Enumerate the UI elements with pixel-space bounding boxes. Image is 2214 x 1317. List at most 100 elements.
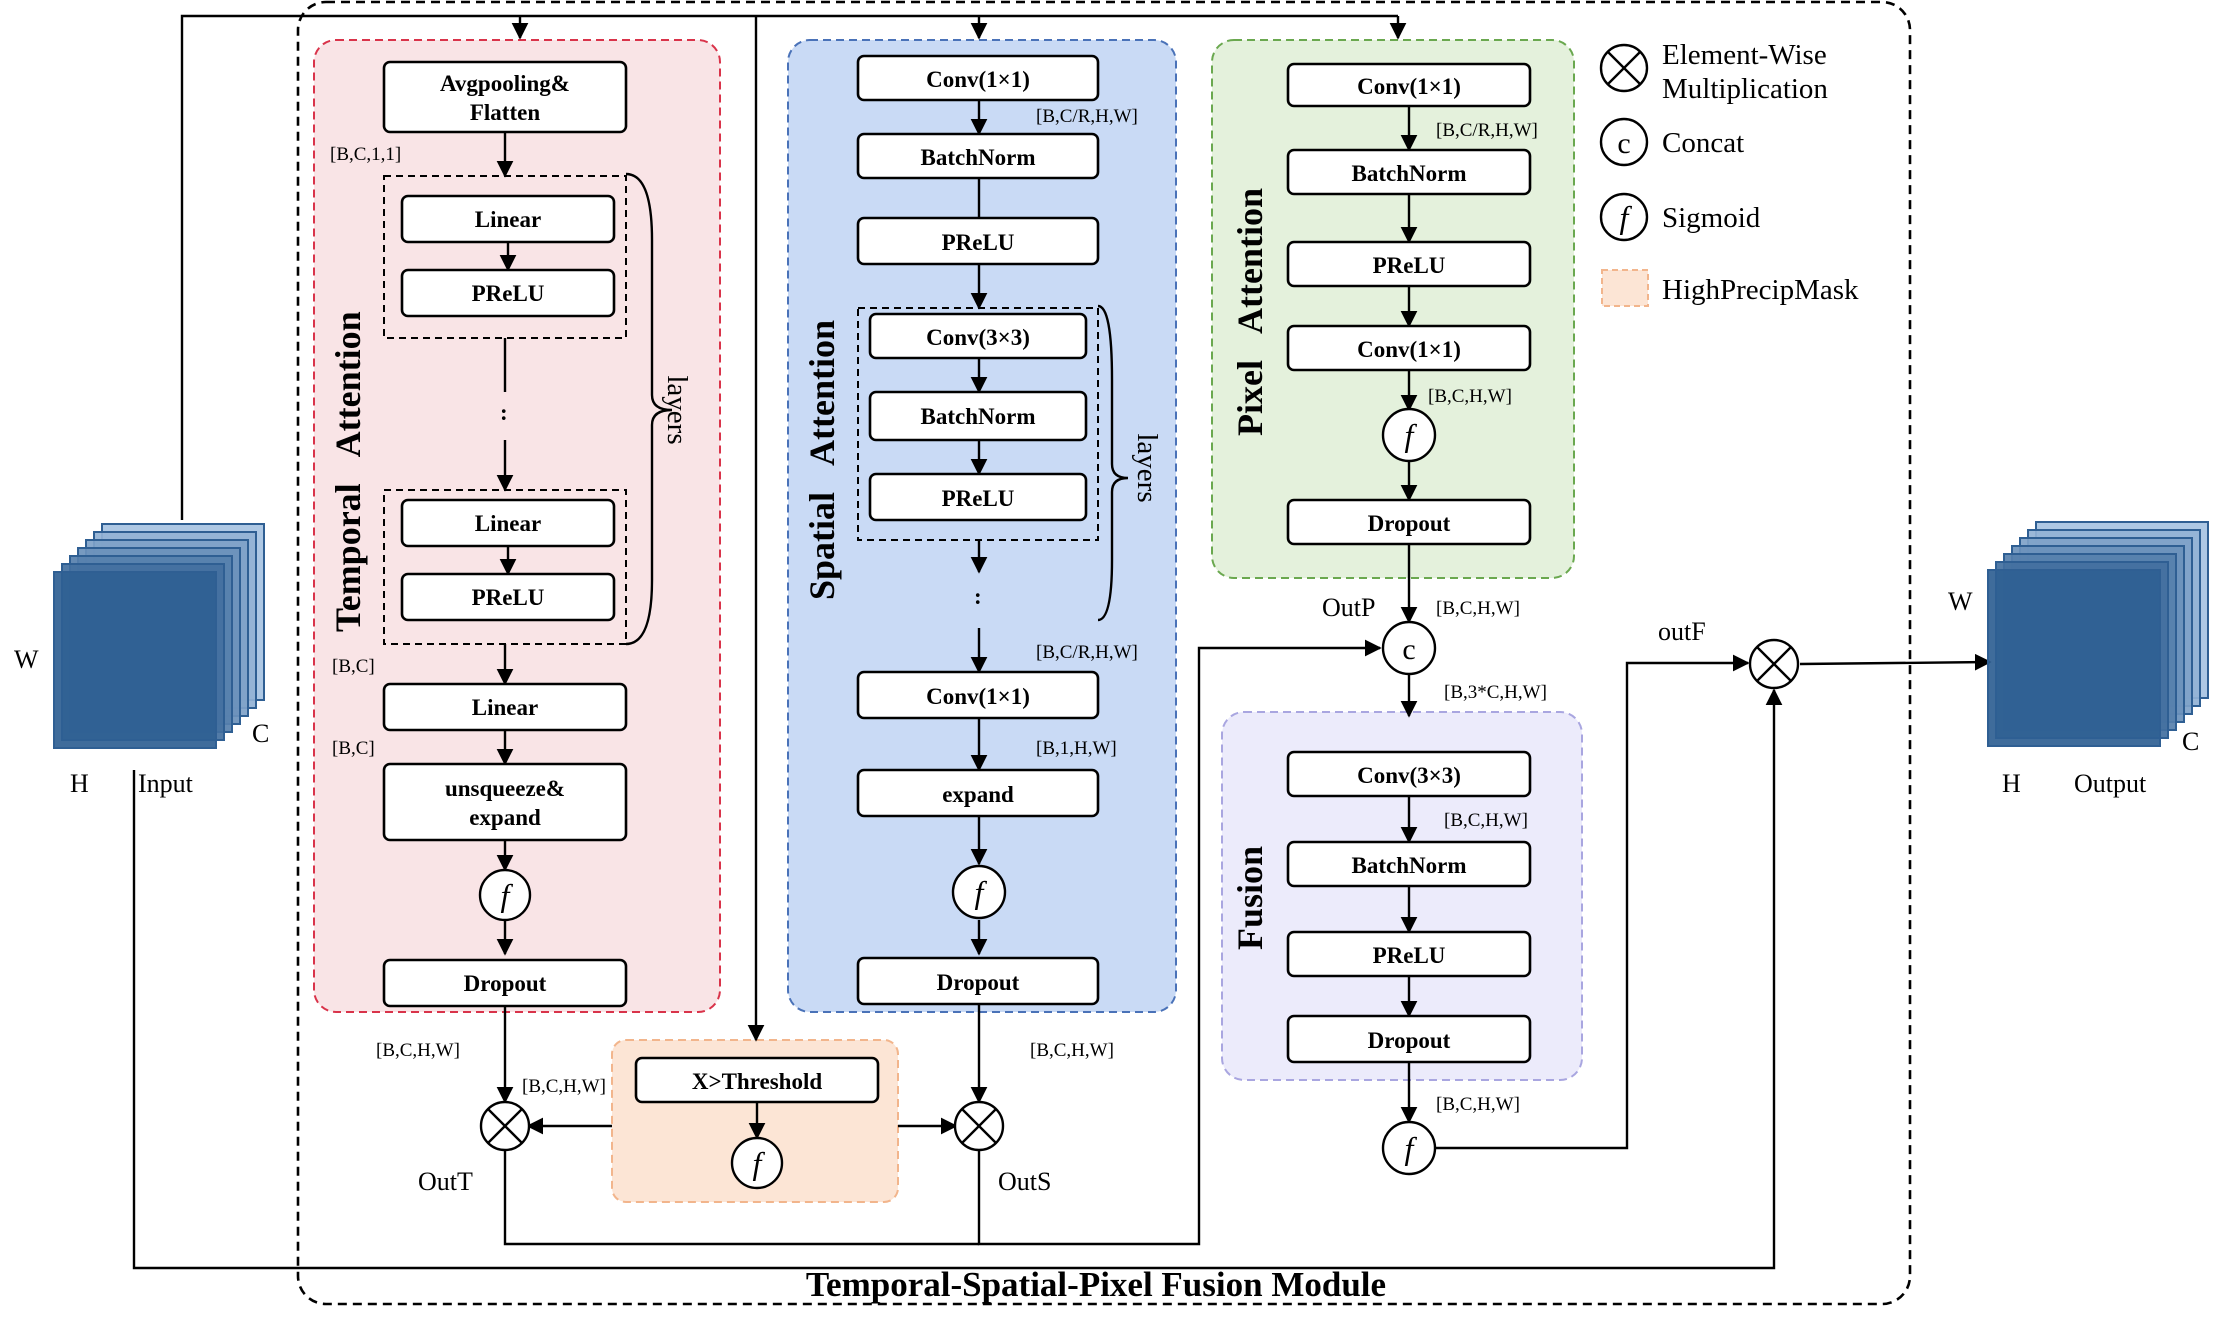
temporal-linear-2 — [400, 498, 616, 548]
unsqueeze-expand-block — [382, 762, 628, 842]
fusion-dropout — [1286, 1014, 1532, 1064]
fusion-batchnorm-label: BatchNorm — [1352, 853, 1467, 878]
fusion-batchnorm — [1286, 840, 1532, 888]
temporal-multiply-node — [479, 1100, 531, 1152]
pixel-conv1x1-a — [1286, 62, 1532, 108]
temporal-dim-bc-1: [B,C] — [332, 656, 375, 677]
temporal-ellipsis: : — [500, 400, 508, 425]
spatial-dim-out: [B,C,H,W] — [1030, 1040, 1114, 1061]
spatial-expand-label: expand — [942, 782, 1014, 807]
connection-wires — [132, 14, 1992, 1270]
pixel-title: PixelAttention — [1230, 188, 1270, 436]
spatial-layers-label: layers — [1131, 433, 1163, 502]
legend: Element-Wise Multiplication c Concat f S… — [1599, 39, 1859, 307]
pixel-dropout — [1286, 498, 1532, 546]
input-w-label: W — [14, 645, 39, 674]
output-tensor-stack — [1987, 521, 2209, 747]
output-h-label: H — [2002, 769, 2021, 798]
temporal-dim-pool: [B,C,1,1] — [330, 144, 401, 165]
fusion-dim-1: [B,C,H,W] — [1444, 810, 1528, 831]
mask-sigmoid-node — [730, 1136, 784, 1190]
spatial-layers-brace — [1097, 304, 1129, 622]
spatial-sigmoid-node — [951, 864, 1007, 920]
out-s-label: OutS — [998, 1167, 1051, 1196]
legend-concat-symbol: c — [1617, 127, 1630, 160]
input-c-label: C — [252, 719, 269, 748]
avgpool-flatten-block — [382, 60, 628, 134]
spatial-dim-1: [B,C/R,H,W] — [1036, 106, 1138, 127]
spatial-conv3x3 — [868, 312, 1088, 360]
temporal-linear-2-label: Linear — [475, 511, 541, 536]
fusion-conv3x3-label: Conv(3×3) — [1357, 763, 1461, 788]
legend-multiply-line1: Element-Wise — [1662, 39, 1827, 71]
out-t-label: OutT — [418, 1167, 473, 1196]
pixel-prelu — [1286, 240, 1532, 288]
spatial-dropout-label: Dropout — [937, 970, 1020, 995]
pixel-sigmoid-node — [1381, 407, 1437, 463]
fusion-title: Fusion — [1230, 846, 1270, 950]
spatial-expand — [856, 768, 1100, 818]
legend-multiply-line2: Multiplication — [1662, 73, 1828, 105]
spatial-conv1x1-b — [856, 670, 1100, 720]
spatial-title: SpatialAttention — [802, 320, 842, 600]
fusion-prelu — [1286, 930, 1532, 978]
output-label: Output — [2074, 769, 2147, 798]
module-title: Temporal-Spatial-Pixel Fusion Module — [806, 1265, 1386, 1304]
spatial-batchnorm-a-label: BatchNorm — [921, 145, 1036, 170]
spatial-dim-3: [B,1,H,W] — [1036, 738, 1117, 759]
concat-node — [1381, 620, 1437, 676]
output-w-label: W — [1948, 587, 1973, 616]
temporal-dim-out: [B,C,H,W] — [376, 1040, 460, 1061]
spatial-conv1x1-b-label: Conv(1×1) — [926, 684, 1030, 709]
legend-mask-label: HighPrecipMask — [1662, 274, 1859, 306]
pixel-dim-out: [B,C,H,W] — [1436, 598, 1520, 619]
spatial-conv1x1-a — [856, 54, 1100, 102]
unsqueeze-label-line2: expand — [469, 805, 541, 830]
concat-symbol: c — [1402, 633, 1415, 666]
spatial-batchnorm-b — [868, 390, 1088, 442]
pixel-batchnorm-label: BatchNorm — [1352, 161, 1467, 186]
concat-dim: [B,3*C,H,W] — [1444, 682, 1547, 703]
legend-multiply-icon — [1599, 43, 1649, 93]
temporal-layers-label: layers — [661, 375, 693, 444]
pixel-dropout-label: Dropout — [1368, 511, 1451, 536]
temporal-layer-group-2 — [383, 489, 627, 645]
legend-sigmoid-icon — [1599, 192, 1649, 242]
temporal-linear-1 — [400, 194, 616, 244]
temporal-dim-mask: [B,C,H,W] — [522, 1076, 606, 1097]
legend-mask-swatch — [1601, 269, 1649, 307]
legend-sigmoid-label: Sigmoid — [1662, 202, 1761, 234]
spatial-prelu-b-label: PReLU — [942, 486, 1015, 511]
output-tensor-layer — [1987, 569, 2161, 747]
temporal-title: TemporalAttention — [328, 311, 368, 632]
spatial-prelu-a — [856, 216, 1100, 266]
legend-concat-label: Concat — [1662, 127, 1744, 159]
threshold-block — [634, 1056, 880, 1104]
unsqueeze-label-line1: unsqueeze& — [445, 776, 565, 801]
avgpool-label-line2: Flatten — [470, 100, 540, 125]
input-h-label: H — [70, 769, 89, 798]
spatial-conv3x3-label: Conv(3×3) — [926, 325, 1030, 350]
temporal-layers-brace — [625, 172, 673, 646]
spatial-conv1x1-a-label: Conv(1×1) — [926, 67, 1030, 92]
legend-concat-icon — [1599, 117, 1649, 167]
out-f-multiply-node — [1748, 638, 1800, 690]
spatial-prelu-b — [868, 472, 1088, 522]
pixel-batchnorm — [1286, 148, 1532, 196]
out-p-label: OutP — [1322, 593, 1375, 622]
temporal-linear-3-label: Linear — [472, 695, 538, 720]
fusion-dropout-label: Dropout — [1368, 1028, 1451, 1053]
temporal-prelu-1-label: PReLU — [472, 281, 545, 306]
fusion-conv3x3 — [1286, 750, 1532, 798]
temporal-dropout-label: Dropout — [464, 971, 547, 996]
spatial-ellipsis: : — [974, 584, 982, 609]
input-label: Input — [138, 769, 194, 798]
spatial-batchnorm-a — [856, 132, 1100, 180]
spatial-layer-group — [857, 307, 1099, 541]
input-tensor-layer — [53, 571, 217, 749]
spatial-multiply-node — [953, 1100, 1005, 1152]
spatial-prelu-a-label: PReLU — [942, 230, 1015, 255]
input-tensor-stack — [53, 523, 265, 749]
